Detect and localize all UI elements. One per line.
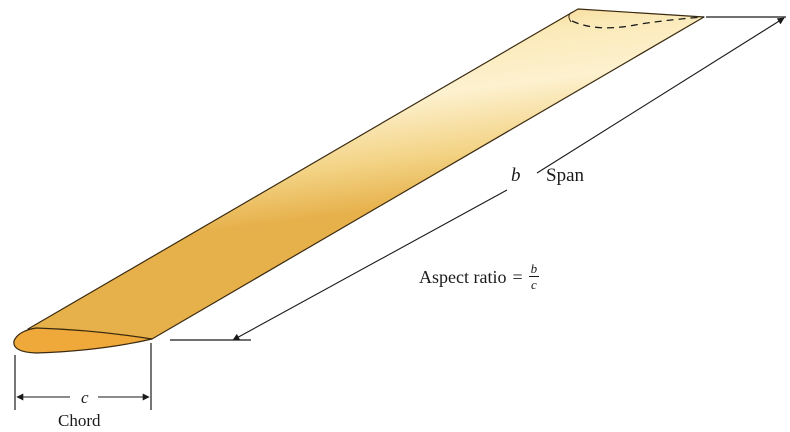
equals-sign: = (512, 266, 523, 287)
chord-label: Chord (58, 411, 101, 430)
fraction-denominator: c (530, 277, 537, 292)
aspect-ratio-fraction: b c (528, 261, 540, 292)
span-arrow-lower (232, 189, 508, 341)
aspect-ratio-formula: Aspect ratio = b c (419, 261, 540, 292)
wing-root-section (13, 327, 153, 354)
span-symbol-label: b (511, 165, 521, 186)
wing-tip-hidden-section (571, 16, 705, 29)
span-label: Span (546, 165, 584, 186)
chord-symbol-label: c (77, 389, 93, 406)
aspect-ratio-label: Aspect ratio (419, 266, 507, 287)
wing-body (27, 8, 705, 340)
wing-tip-edge (568, 11, 574, 23)
span-arrow-upper (536, 17, 785, 174)
fraction-numerator: b (528, 261, 540, 277)
